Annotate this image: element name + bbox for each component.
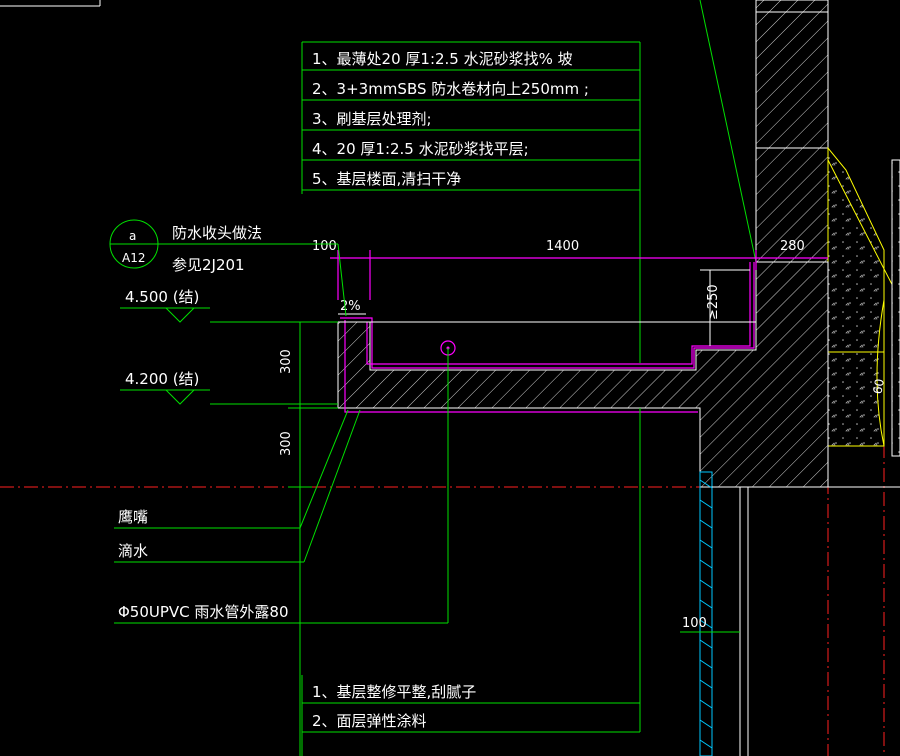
- eagle-beak-leader-diag: [299, 409, 349, 529]
- lower-wall-insulation: [699, 471, 713, 756]
- dim-300b: 300: [279, 431, 294, 456]
- concrete-beam: [827, 351, 885, 447]
- yellow-arc: [876, 299, 885, 447]
- bottom-note-1: 1、基层整修平整,刮腻子: [312, 683, 476, 701]
- yellow-edge: [827, 159, 900, 301]
- top-note-2: 2、3+3mmSBS 防水卷材向上250mm ;: [312, 80, 589, 98]
- eagle-beak-label: 鹰嘴: [118, 508, 148, 526]
- lower-wall-insulation-hatch: [699, 479, 713, 749]
- top-note-3: 3、刷基层处理剂;: [312, 110, 432, 128]
- dim-250: ≥250: [706, 284, 721, 320]
- top-note-1: 1、最薄处20 厚1:2.5 水泥砂浆找% 坡: [312, 50, 573, 68]
- level-mark-4500: [120, 307, 338, 323]
- level-mark-4200: [120, 389, 338, 405]
- detail-ref-title: 防水收头做法: [172, 224, 262, 242]
- top-note-4: 4、20 厚1:2.5 水泥砂浆找平层;: [312, 140, 529, 158]
- detail-ref-leader: [337, 243, 347, 317]
- waterproof-membrane-outer: [340, 262, 755, 369]
- dim-100-top: 100: [312, 239, 337, 254]
- detail-ref-reference: 参见2J201: [172, 256, 245, 274]
- top-note-5: 5、基层楼面,清扫干净: [312, 170, 461, 188]
- bottom-note-2: 2、面层弹性涂料: [312, 712, 427, 730]
- dim-280: 280: [780, 239, 805, 254]
- concrete-column: [827, 146, 885, 353]
- circle-dim-60: 60: [870, 378, 886, 395]
- dim-1400: 1400: [546, 239, 579, 254]
- dim-300a: 300: [279, 349, 294, 374]
- level-4500: 4.500 (结): [125, 288, 199, 306]
- detail-ref-number: a: [129, 229, 136, 243]
- waterproof-membrane: [344, 320, 698, 413]
- top-notes-rows: [302, 69, 640, 191]
- detail-ref-sheet: A12: [122, 251, 145, 265]
- drip-label: 滴水: [118, 542, 148, 560]
- waterproof-membrane-top: [366, 262, 751, 365]
- diagonal-leader: [699, 0, 757, 263]
- dim-100-wall: 100: [682, 616, 707, 631]
- plaster-line: [337, 322, 701, 470]
- pipe-label: Φ50UPVC 雨水管外露80: [118, 603, 289, 621]
- right-edge-column: [891, 159, 900, 457]
- slope-label: 2%: [340, 299, 361, 314]
- level-4200: 4.200 (结): [125, 370, 199, 388]
- drip-leader-diag: [303, 409, 361, 563]
